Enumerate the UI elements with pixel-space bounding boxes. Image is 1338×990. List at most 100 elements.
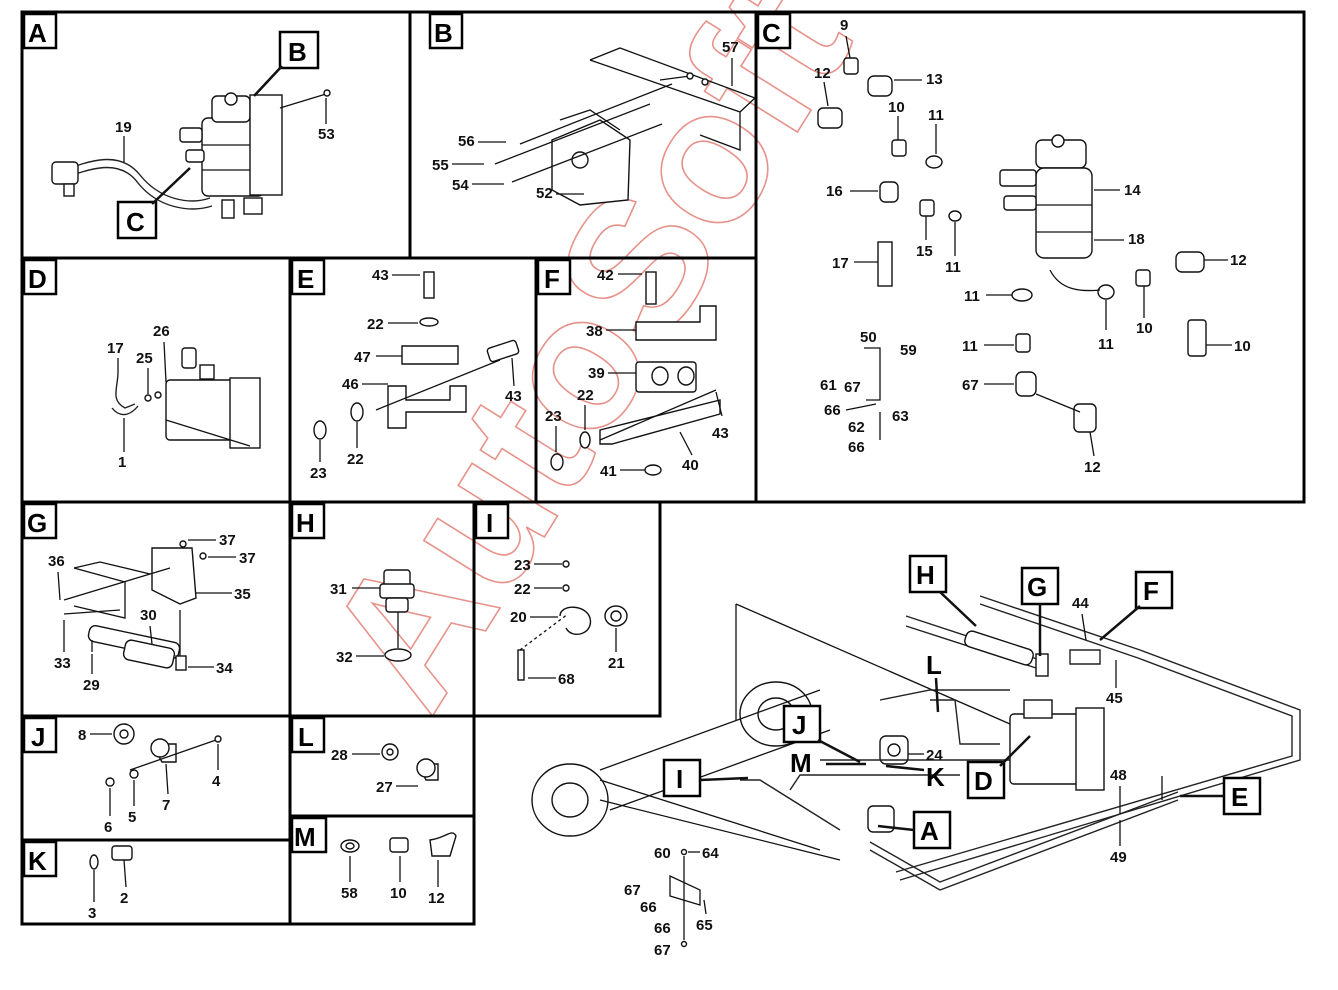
svg-text:20: 20 [510,609,527,626]
panel-c-labels: 9 12 13 10 11 14 16 15 11 18 17 11 12 11… [814,17,1251,476]
panel-k-drawing [89,845,133,870]
svg-text:23: 23 [545,408,562,425]
svg-text:24: 24 [926,747,943,764]
svg-text:H: H [296,508,315,538]
svg-text:43: 43 [505,388,522,405]
svg-text:36: 36 [48,553,65,570]
svg-text:65: 65 [696,917,713,934]
svg-text:H: H [916,560,935,590]
svg-text:12: 12 [814,65,831,82]
svg-text:67: 67 [844,379,861,396]
svg-text:38: 38 [586,323,603,340]
svg-text:17: 17 [832,255,849,272]
panel-h-labels: 31 32 [330,581,384,666]
panel-g-tag: G [22,502,58,540]
panel-m-drawing [340,832,457,857]
svg-text:11: 11 [928,107,944,124]
svg-text:25: 25 [136,350,153,367]
svg-text:56: 56 [458,133,475,150]
svg-text:67: 67 [962,377,979,394]
svg-text:27: 27 [376,779,393,796]
svg-text:22: 22 [367,316,384,333]
svg-text:12: 12 [428,890,445,907]
svg-text:D: D [28,264,47,294]
svg-text:10: 10 [390,885,407,902]
svg-text:K: K [28,846,47,876]
panel-a-drawing [51,89,331,219]
svg-text:28: 28 [331,747,348,764]
svg-text:48: 48 [1110,767,1127,784]
svg-text:16: 16 [826,183,843,200]
svg-text:33: 33 [54,655,71,672]
svg-text:34: 34 [216,660,233,677]
svg-text:42: 42 [597,267,614,284]
svg-text:C: C [762,18,781,48]
svg-text:6: 6 [104,819,112,836]
panel-e-labels: 43 22 47 46 43 23 22 [310,267,522,482]
panel-b-labels: 57 56 55 54 52 [432,39,739,202]
svg-text:2: 2 [120,890,128,907]
svg-text:37: 37 [239,550,256,567]
svg-text:23: 23 [514,557,531,574]
panel-f-tag: F [536,258,572,296]
svg-text:19: 19 [115,119,132,136]
svg-text:11: 11 [964,288,980,305]
svg-text:63: 63 [892,408,909,425]
svg-text:31: 31 [330,581,347,598]
svg-text:50: 50 [860,329,877,346]
svg-text:10: 10 [1234,338,1251,355]
panel-c-drawing [817,57,1207,440]
svg-text:12: 12 [1084,459,1101,476]
panel-d-drawing [111,347,261,449]
svg-text:17: 17 [107,340,124,357]
svg-text:21: 21 [608,655,625,672]
panel-a-tag: A [22,12,58,50]
svg-text:13: 13 [926,71,943,88]
panel-c-tag: C [756,12,792,50]
svg-text:D: D [974,766,993,796]
svg-text:54: 54 [452,177,469,194]
panel-e-tag: E [290,258,326,296]
panel-l-tag: L [290,716,326,754]
svg-text:K: K [926,762,945,792]
panel-g-labels: 37 36 37 35 30 33 29 34 [48,532,256,694]
svg-text:M: M [790,748,812,778]
panel-i-labels: 23 22 20 21 68 [510,557,625,688]
svg-text:55: 55 [432,157,449,174]
svg-text:66: 66 [640,899,657,916]
svg-text:46: 46 [342,376,359,393]
panel-a-labels: 19 53 B C [115,30,335,240]
panel-h-drawing [379,569,415,662]
svg-text:J: J [31,722,45,752]
svg-text:E: E [297,264,314,294]
svg-text:44: 44 [1072,595,1089,612]
svg-text:64: 64 [702,845,719,862]
svg-text:66: 66 [848,439,865,456]
panel-l-drawing [381,743,439,781]
svg-text:I: I [676,764,683,794]
panel-g-drawing [63,540,207,671]
svg-text:40: 40 [682,457,699,474]
svg-text:52: 52 [536,185,553,202]
panel-b-drawing [494,47,757,206]
panel-j-tag: J [22,716,58,754]
svg-text:49: 49 [1110,849,1127,866]
svg-text:10: 10 [1136,320,1153,337]
svg-text:22: 22 [577,387,594,404]
svg-text:3: 3 [88,905,96,922]
svg-text:11: 11 [945,259,961,276]
svg-text:39: 39 [588,365,605,382]
svg-text:I: I [486,508,493,538]
svg-text:43: 43 [712,425,729,442]
panel-f-drawing [550,271,723,476]
overview-labels: 44 45 24 48 49 60 64 67 66 66 67 65 [624,595,1127,959]
svg-text:23: 23 [310,465,327,482]
svg-text:9: 9 [840,17,848,34]
svg-text:J: J [792,710,806,740]
svg-text:29: 29 [83,677,100,694]
svg-text:67: 67 [624,882,641,899]
svg-text:18: 18 [1128,231,1145,248]
svg-text:53: 53 [318,126,335,143]
svg-text:E: E [1231,782,1248,812]
svg-text:62: 62 [848,419,865,436]
